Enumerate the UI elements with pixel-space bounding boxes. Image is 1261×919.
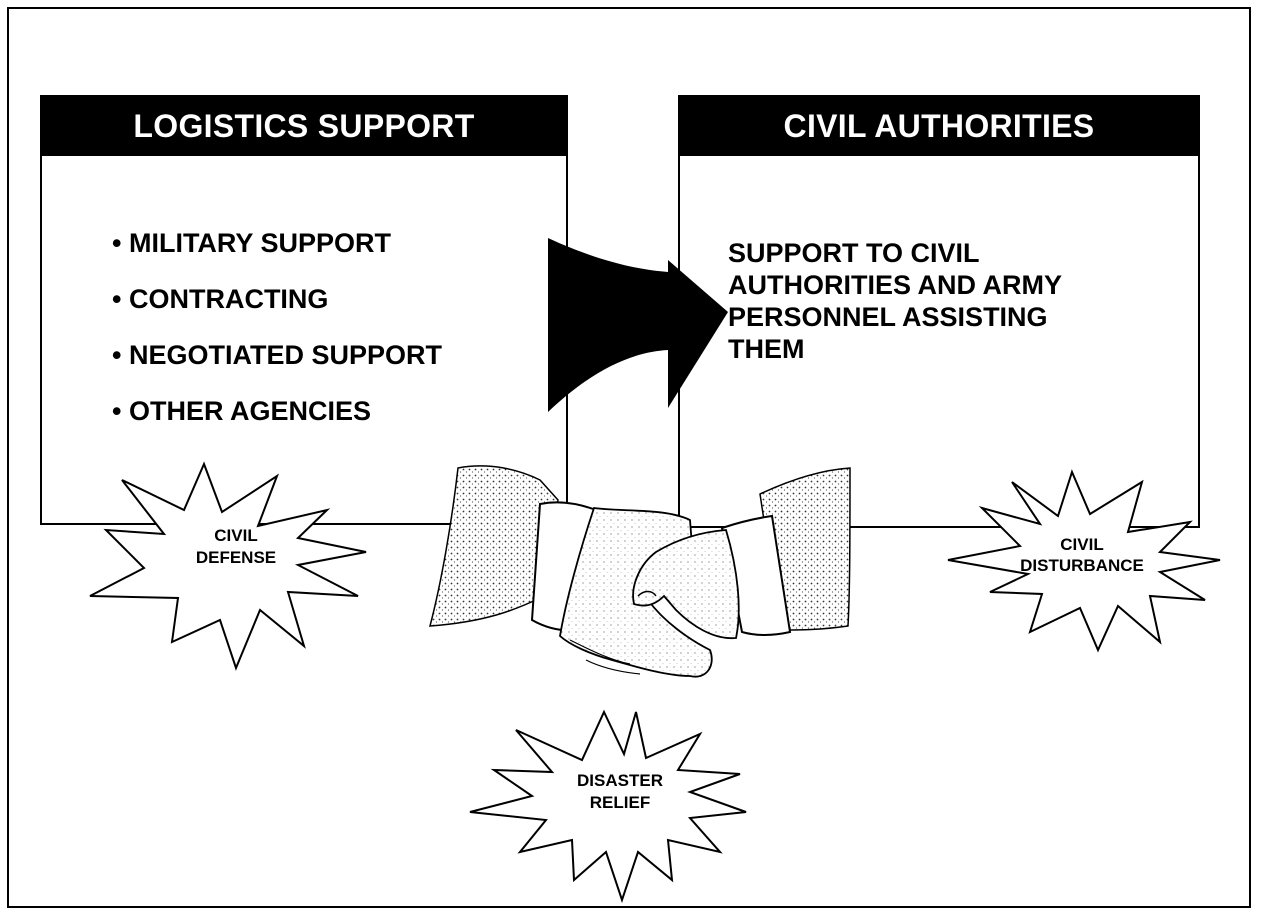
description-line: AUTHORITIES AND ARMY [728,270,1062,300]
civil-defense-label-line1: CIVIL [214,526,257,545]
handshake-illustration [429,465,851,678]
civil-defense-burst: CIVIL DEFENSE [89,461,367,671]
right-hand [632,529,740,639]
logistics-support-list: • MILITARY SUPPORT • CONTRACTING • NEGOT… [112,229,442,453]
left-sleeve [429,465,559,627]
description-line: SUPPORT TO CIVIL [728,238,980,268]
civil-authorities-panel: CIVIL AUTHORITIES SUPPORT TO CIVIL AUTHO… [678,95,1200,528]
disaster-relief-burst: DISASTER RELIEF [469,709,747,904]
disaster-relief-label-line2: RELIEF [590,793,650,812]
civil-disturbance-burst: CIVIL DISTURBANCE [947,469,1221,653]
civil-disturbance-label-line2: DISTURBANCE [1020,556,1144,575]
logistics-support-header: LOGISTICS SUPPORT [42,97,566,156]
description-line: PERSONNEL ASSISTING [728,302,1048,332]
civil-disturbance-label-line1: CIVIL [1060,535,1103,554]
list-item-other-agencies: • OTHER AGENCIES [112,396,371,426]
list-item-contracting: • CONTRACTING [112,284,329,314]
civil-authorities-header: CIVIL AUTHORITIES [680,97,1198,156]
civil-authorities-description: SUPPORT TO CIVIL AUTHORITIES AND ARMY PE… [728,237,1168,365]
diagram-frame [7,7,1251,908]
list-item-negotiated-support: • NEGOTIATED SUPPORT [112,340,442,370]
civil-defense-label-line2: DEFENSE [196,548,276,567]
flow-arrow [548,238,728,412]
disaster-relief-label-line1: DISASTER [577,771,663,790]
description-line: THEM [728,334,805,364]
list-item-military-support: • MILITARY SUPPORT [112,228,391,258]
